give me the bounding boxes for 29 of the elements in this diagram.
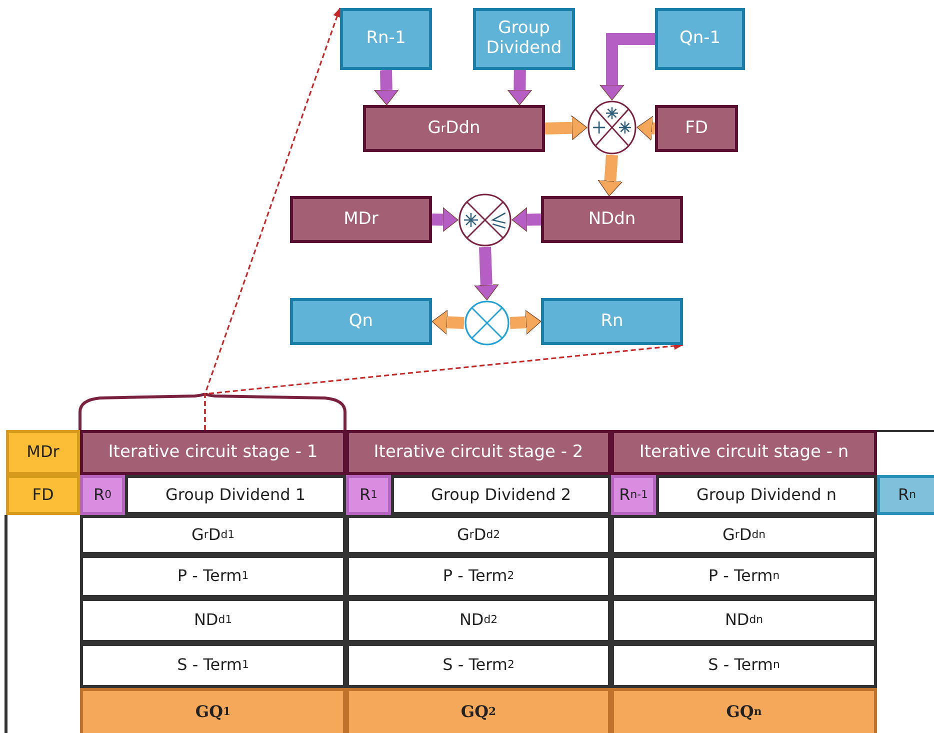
block-arrow: [598, 154, 622, 196]
process-box: Rn-1: [340, 8, 432, 70]
process-box: Qn-1: [655, 8, 745, 70]
table-cell: Group Dividend 1: [125, 475, 346, 515]
block-arrow: [507, 70, 532, 106]
stage-header: Iterative circuit stage - 2: [346, 430, 611, 475]
process-box: FD: [655, 105, 738, 152]
table-cell: Group Dividend n: [656, 475, 877, 515]
block-arrow: [432, 310, 464, 334]
process-box: Rn: [541, 298, 683, 345]
operator-circle: [458, 193, 512, 247]
stage-header: Iterative circuit stage - n: [611, 430, 877, 475]
block-arrow: [510, 310, 542, 334]
process-box: NDdn: [541, 196, 683, 243]
block-arrow: [636, 116, 656, 141]
table-cell: Group Dividend 2: [391, 475, 611, 515]
process-box: Group Dividend: [473, 8, 575, 70]
block-arrow: [432, 207, 458, 232]
block-arrow: [544, 116, 588, 140]
operator-circle: [587, 100, 637, 155]
block-arrow: [374, 70, 399, 106]
stage-header: Iterative circuit stage - 1: [80, 430, 346, 475]
block-arrow: [474, 246, 499, 300]
block-arrow: [512, 207, 542, 232]
process-box: Qn: [290, 298, 432, 345]
table-cell: FD: [6, 475, 80, 515]
table-cell: MDr: [6, 430, 80, 475]
operator-circle: [464, 300, 510, 346]
process-box: MDr: [290, 196, 432, 243]
